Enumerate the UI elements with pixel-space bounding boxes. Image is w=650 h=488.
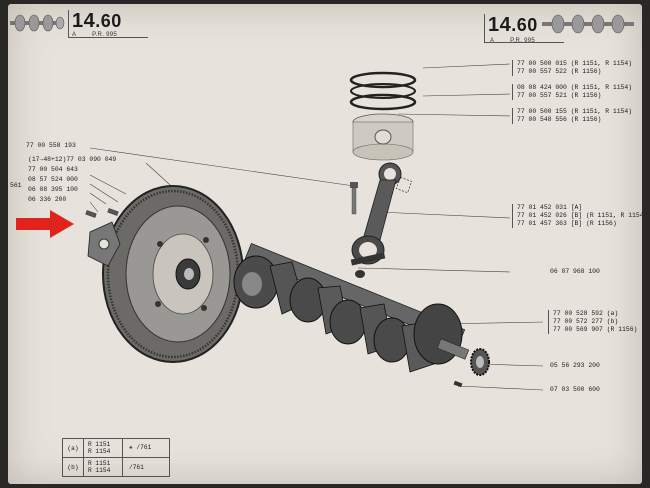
piston-rings bbox=[349, 71, 417, 111]
camshaft-icon bbox=[10, 14, 65, 32]
page-number-right: 14.60 bbox=[488, 14, 538, 36]
page-subref-left: A P.R. 995 bbox=[72, 32, 118, 38]
connecting-rod bbox=[350, 162, 402, 266]
callout-connecting-rod: 77 01 452 031 [A] 77 01 452 026 [B] (R 1… bbox=[512, 204, 642, 228]
page-number-left: 14.60 bbox=[72, 10, 122, 32]
red-arrow-icon bbox=[16, 210, 74, 238]
flywheel bbox=[102, 185, 244, 363]
callout-flywheel-group: (17→48+12)77 03 090 049 77 00 504 643 08… bbox=[28, 156, 117, 203]
callout-piston: 77 00 500 155 (R 1151, R 1154) 77 00 548… bbox=[512, 108, 632, 124]
flywheel-bolts bbox=[85, 208, 119, 218]
page-subref-right: A P.R. 995 bbox=[490, 38, 536, 44]
callout-key: 07 03 500 600 bbox=[550, 386, 600, 393]
callout-timing-gear: 05 56 293 200 bbox=[550, 362, 600, 369]
callout-piston-rings-1: 77 00 500 015 (R 1151, R 1154) 77 00 557… bbox=[512, 60, 632, 76]
engine-exploded-diagram bbox=[85, 63, 544, 391]
piston bbox=[352, 113, 414, 161]
callout-crankshaft: 77 00 528 592 (a) 77 00 572 277 (b) 77 0… bbox=[548, 310, 637, 334]
callout-bolt: 77 00 558 193 bbox=[26, 142, 76, 149]
callout-edge-text: 561 bbox=[10, 182, 22, 189]
crankshaft bbox=[233, 242, 470, 373]
flywheel-spacer bbox=[87, 221, 121, 267]
camshaft-icon bbox=[542, 14, 634, 34]
timing-gear bbox=[470, 348, 490, 376]
catalog-page: 14.60 A P.R. 995 14.60 A P.R. 995 bbox=[8, 4, 642, 484]
callout-piston-rings-2: 08 08 424 000 (R 1151, R 1154) 77 00 557… bbox=[512, 84, 632, 100]
callout-conrod-nut: 06 07 968 100 bbox=[550, 268, 600, 275]
conrod-bolt bbox=[350, 182, 358, 215]
